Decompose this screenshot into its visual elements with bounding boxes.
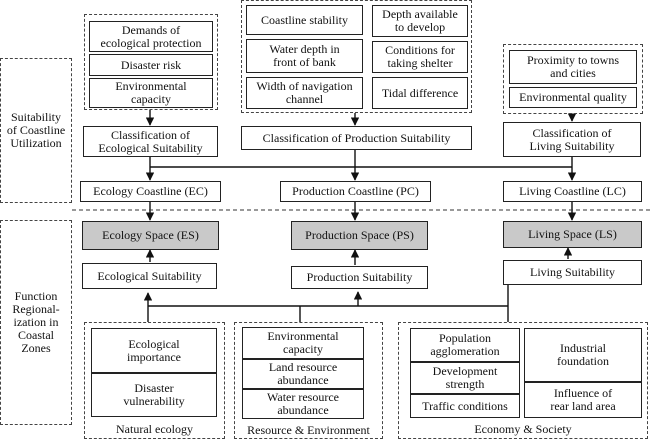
space-ls: Living Space (LS)	[503, 221, 642, 248]
coastline-pc: Production Coastline (PC)	[280, 181, 431, 202]
factor-coastline-stability: Coastline stability	[246, 5, 363, 35]
factor-env-capacity-re: Environmental capacity	[242, 327, 364, 359]
suitability-label: Suitability of Coastline Utilization	[6, 110, 66, 150]
factor-water-depth-bank: Water depth in front of bank	[246, 39, 363, 73]
suitability-frame	[0, 58, 72, 203]
production-factors-group	[241, 0, 472, 113]
space-es: Ecology Space (ES)	[82, 221, 219, 250]
factor-disaster-vulnerability: Disaster vulnerability	[91, 373, 217, 417]
classification-living: Classification of Living Suitability	[503, 122, 641, 157]
factor-ecological-importance: Ecological importance	[91, 328, 217, 373]
ecological-factors-group	[84, 14, 218, 110]
coastline-lc: Living Coastline (LC)	[503, 181, 642, 202]
space-ps: Production Space (PS)	[291, 221, 428, 250]
factor-environmental-quality: Environmental quality	[509, 87, 637, 108]
natural-ecology-group	[84, 322, 225, 439]
function-frame	[0, 220, 72, 425]
resource-environment-label: Resource & Environment	[247, 422, 370, 437]
living-factors-group	[503, 44, 643, 114]
factor-traffic: Traffic conditions	[410, 394, 520, 418]
suitability-living: Living Suitability	[503, 260, 642, 285]
economy-society-label: Economy & Society	[474, 421, 572, 436]
suitability-production: Production Suitability	[291, 266, 428, 289]
classification-production: Classification of Production Suitability	[241, 126, 472, 150]
factor-water-resource: Water resource abundance	[242, 389, 364, 419]
factor-proximity-towns: Proximity to towns and cities	[509, 50, 637, 84]
coastline-ec: Ecology Coastline (EC)	[80, 181, 221, 202]
factor-rear-land: Influence of rear land area	[524, 382, 642, 418]
suitability-ecological: Ecological Suitability	[82, 263, 217, 289]
factor-development: Development strength	[410, 362, 520, 394]
factor-industrial: Industrial foundation	[524, 328, 642, 382]
factor-navigation-width: Width of navigation channel	[246, 77, 363, 109]
classification-ecological: Classification of Ecological Suitability	[83, 126, 218, 157]
factor-environmental-capacity: Environmental capacity	[89, 78, 213, 108]
economy-society-group	[398, 322, 648, 439]
factor-ecological-protection: Demands of ecological protection	[89, 21, 213, 52]
function-label: Function Regional- ization in Coastal Zo…	[12, 289, 60, 355]
natural-ecology-label: Natural ecology	[116, 421, 193, 436]
factor-population: Population agglomeration	[410, 328, 520, 362]
factor-shelter-conditions: Conditions for taking shelter	[372, 41, 468, 73]
resource-environment-group	[234, 322, 383, 439]
factor-land-resource: Land resource abundance	[242, 359, 364, 389]
factor-tidal-difference: Tidal difference	[372, 77, 468, 109]
factor-disaster-risk: Disaster risk	[89, 54, 213, 76]
factor-depth-available: Depth available to develop	[372, 5, 468, 37]
